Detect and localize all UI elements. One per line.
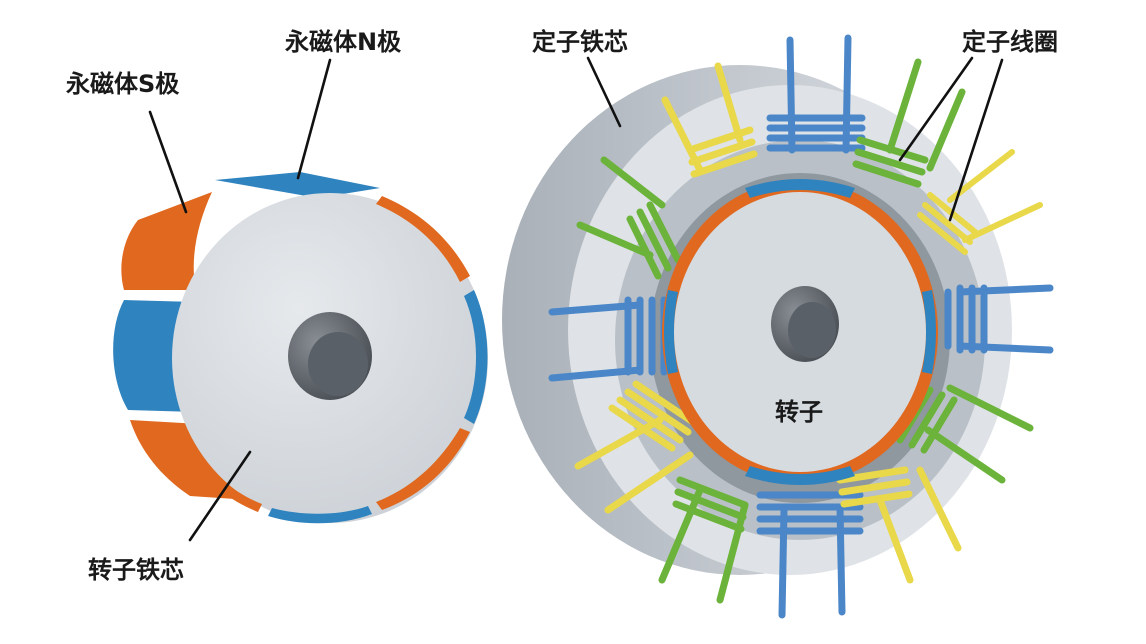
coil-right-green: [896, 384, 1034, 484]
coil-top-green: [852, 58, 966, 188]
magnet-front-blue-right: [464, 290, 488, 424]
magnet-front-orange-top-right: [376, 196, 470, 282]
stator-coils: [548, 34, 1054, 619]
coil-bottom-blue: [756, 491, 864, 619]
rotor-assembly: [113, 172, 488, 524]
inner-rotor-shaft-hole-inner: [788, 302, 836, 358]
label-rotor-core: 转子铁芯: [88, 556, 184, 584]
magnet-n-pole: [215, 172, 380, 198]
inner-rotor-blue-left: [664, 290, 678, 374]
magnet-s-pole: [121, 192, 212, 290]
magnet-front-blue-bottom: [268, 506, 372, 524]
coil-lower-left-yellow: [574, 380, 700, 514]
coil-left-green: [576, 156, 682, 280]
inner-rotor-blue-bottom: [745, 466, 855, 485]
coil-top-blue: [766, 34, 866, 154]
coil-bottom-green: [658, 476, 749, 604]
leader-stator-core: [586, 56, 622, 128]
leader-stator-coil-2: [948, 58, 1004, 222]
inner-rotor-blue-top: [745, 179, 855, 198]
coil-bottom-yellow: [836, 466, 962, 584]
label-stator-coil: 定子线圈: [962, 28, 1058, 56]
coil-top-yellow: [661, 62, 758, 178]
magnet-front-orange-bottom-right: [376, 428, 470, 510]
stator-assembly: [502, 34, 1054, 619]
inner-rotor-blue-right: [922, 290, 936, 374]
leader-magnet-n: [296, 58, 332, 180]
leader-magnet-s: [148, 110, 188, 214]
label-rotor: 转子: [775, 398, 823, 426]
leader-stator-coil-1: [898, 56, 974, 162]
coil-right-blue: [944, 284, 1054, 354]
label-magnet-s-pole: 永磁体S极: [66, 70, 179, 98]
leader-rotor-core: [188, 450, 252, 542]
coil-left-blue: [548, 296, 668, 382]
rotor-shaft-hole-inner: [308, 332, 368, 396]
magnet-front-orange-bottom-left: [188, 452, 262, 512]
label-stator-core: 定子铁芯: [532, 28, 628, 56]
label-magnet-n-pole: 永磁体N极: [285, 28, 401, 56]
